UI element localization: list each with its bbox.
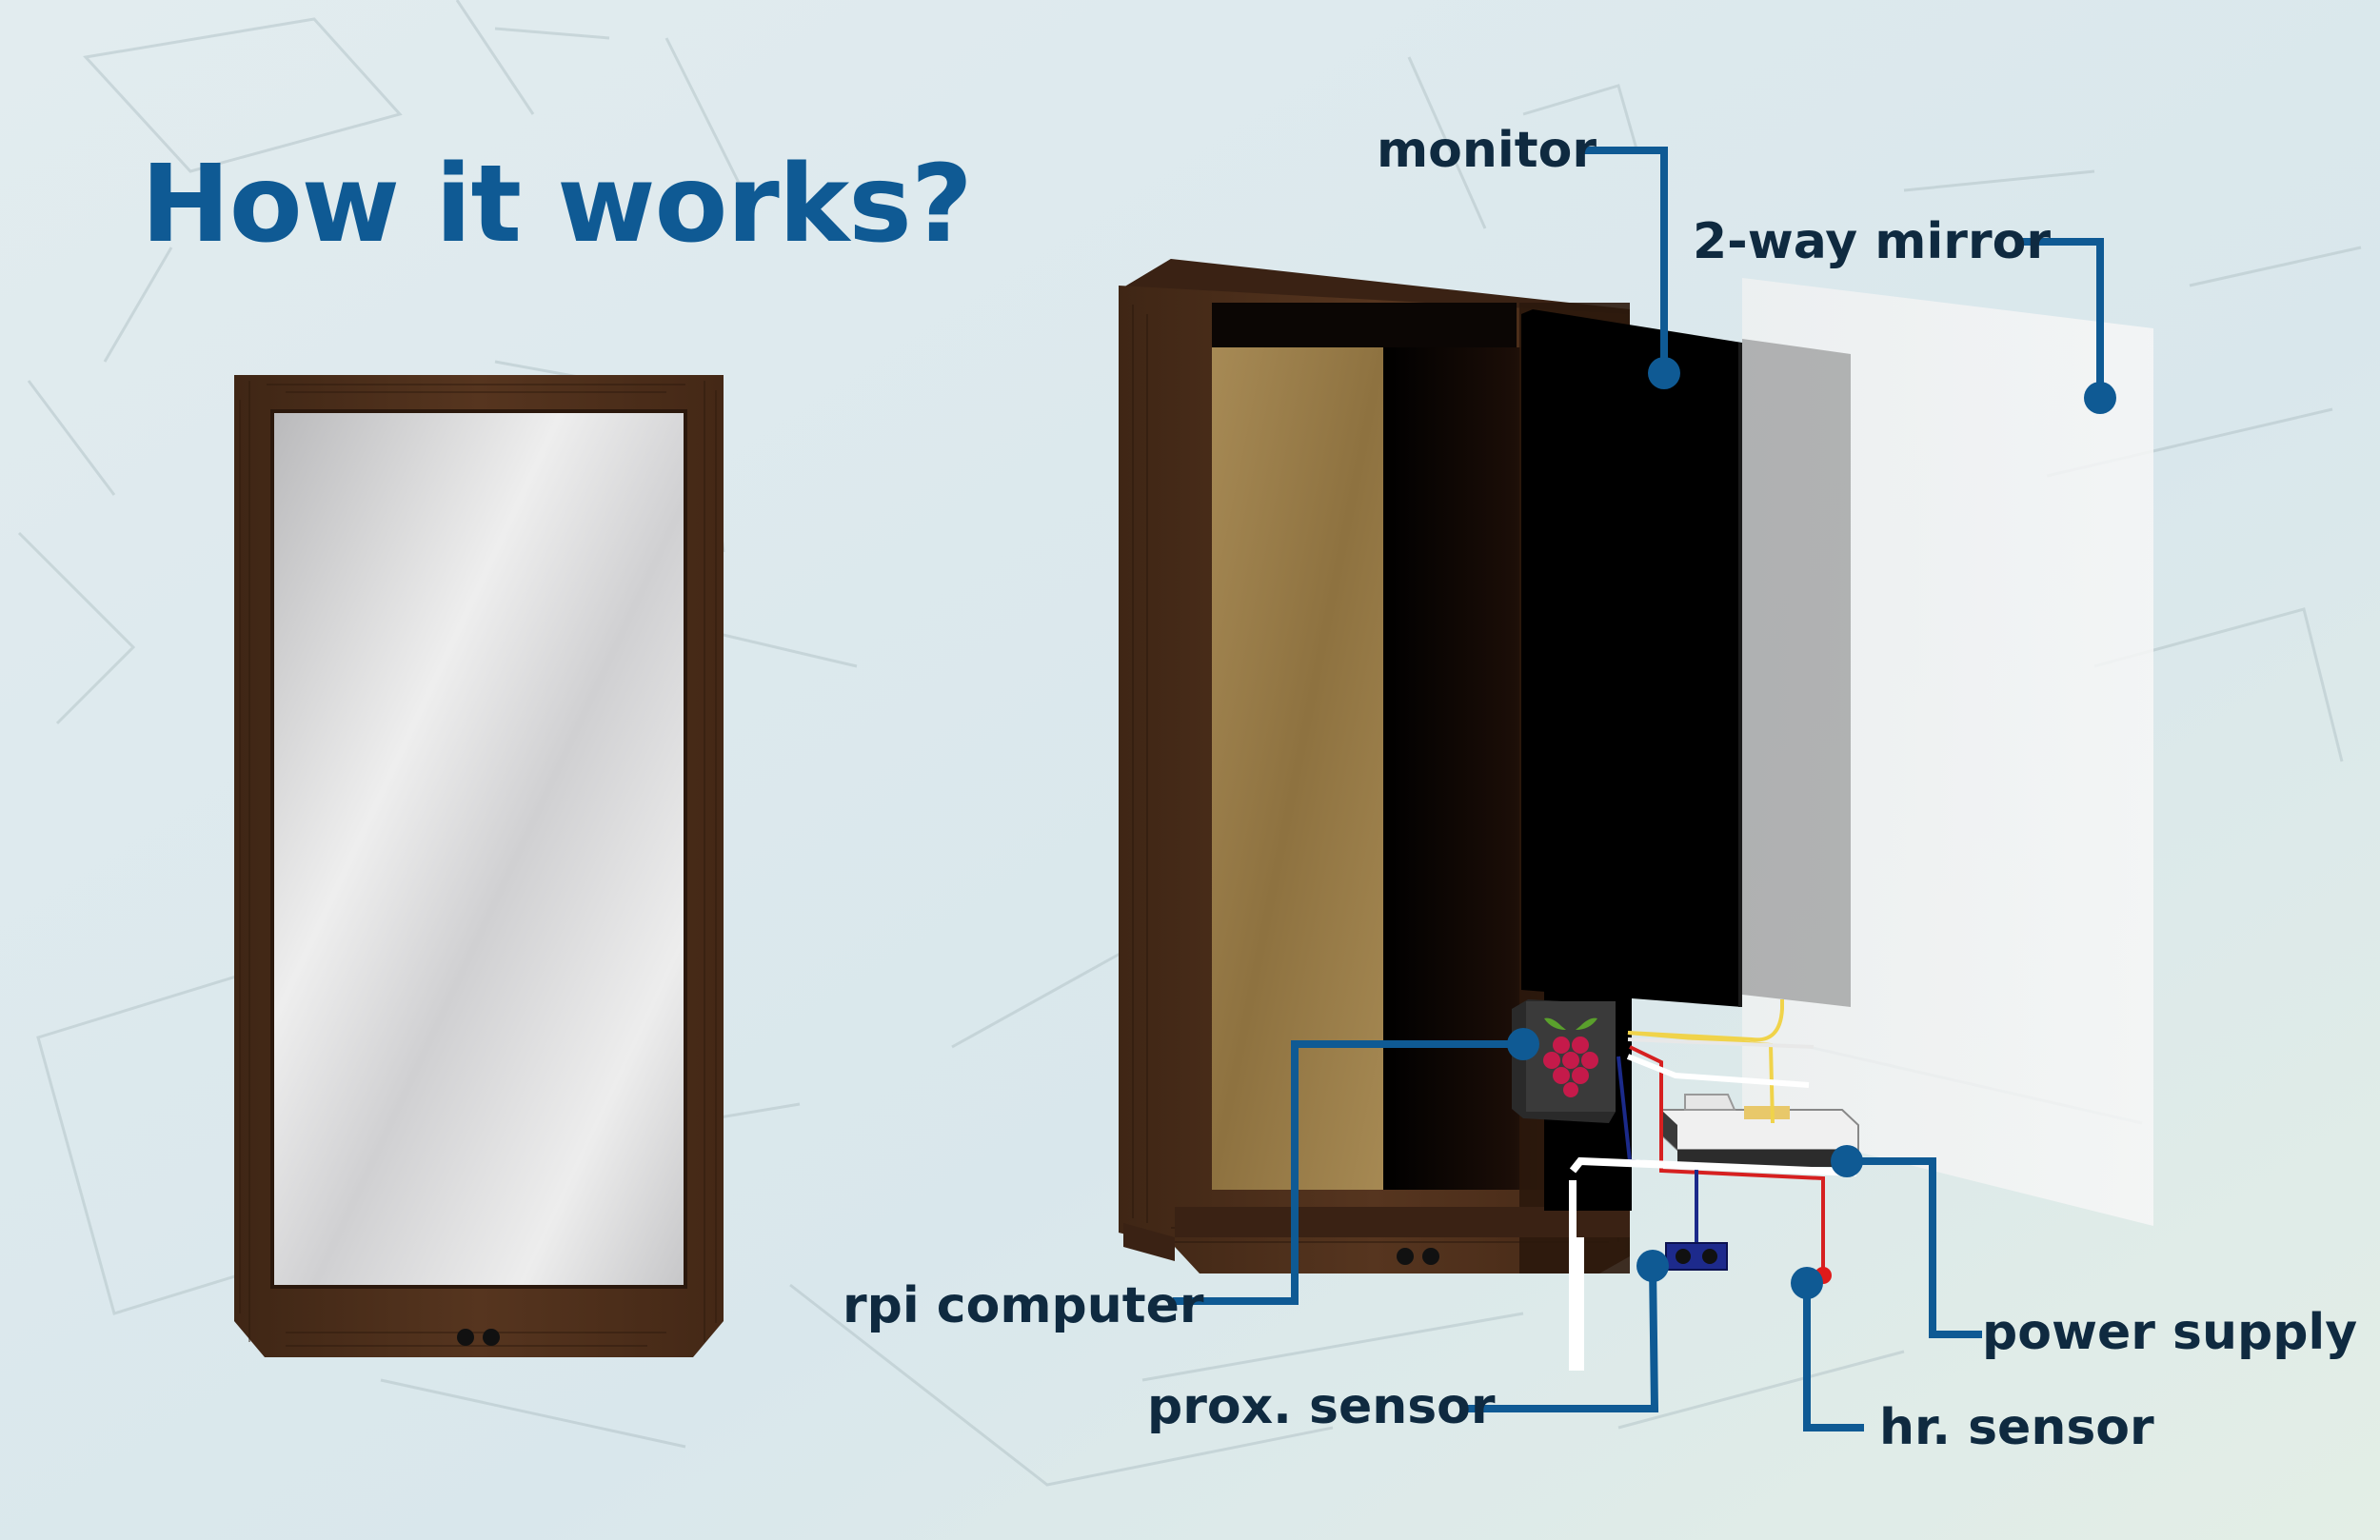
sensor-dot: [1397, 1248, 1414, 1265]
label-prox-sensor: prox. sensor: [1147, 1382, 1496, 1431]
raspberry-pi-board: [1512, 999, 1616, 1123]
label-power-supply: power supply: [1982, 1308, 2357, 1357]
label-monitor: monitor: [1377, 126, 1597, 175]
sensor-dot: [457, 1329, 474, 1346]
callout-dot-mirror: [2084, 382, 2116, 414]
sensor-dot: [483, 1329, 500, 1346]
label-two-way-mirror: 2-way mirror: [1693, 217, 2051, 267]
callout-dot-rpi: [1507, 1028, 1539, 1060]
prox-sensor-module: [1666, 1243, 1727, 1270]
callout-dot-power: [1831, 1145, 1863, 1177]
label-hr-sensor: hr. sensor: [1879, 1403, 2154, 1452]
callout-dot-hr: [1791, 1267, 1823, 1299]
callout-dot-monitor: [1648, 357, 1680, 389]
sensor-dot: [1422, 1248, 1439, 1265]
page-title: How it works?: [141, 143, 972, 267]
callout-dot-prox: [1636, 1250, 1669, 1282]
label-rpi-computer: rpi computer: [843, 1281, 1204, 1331]
assembled-mirror: [234, 375, 724, 1357]
